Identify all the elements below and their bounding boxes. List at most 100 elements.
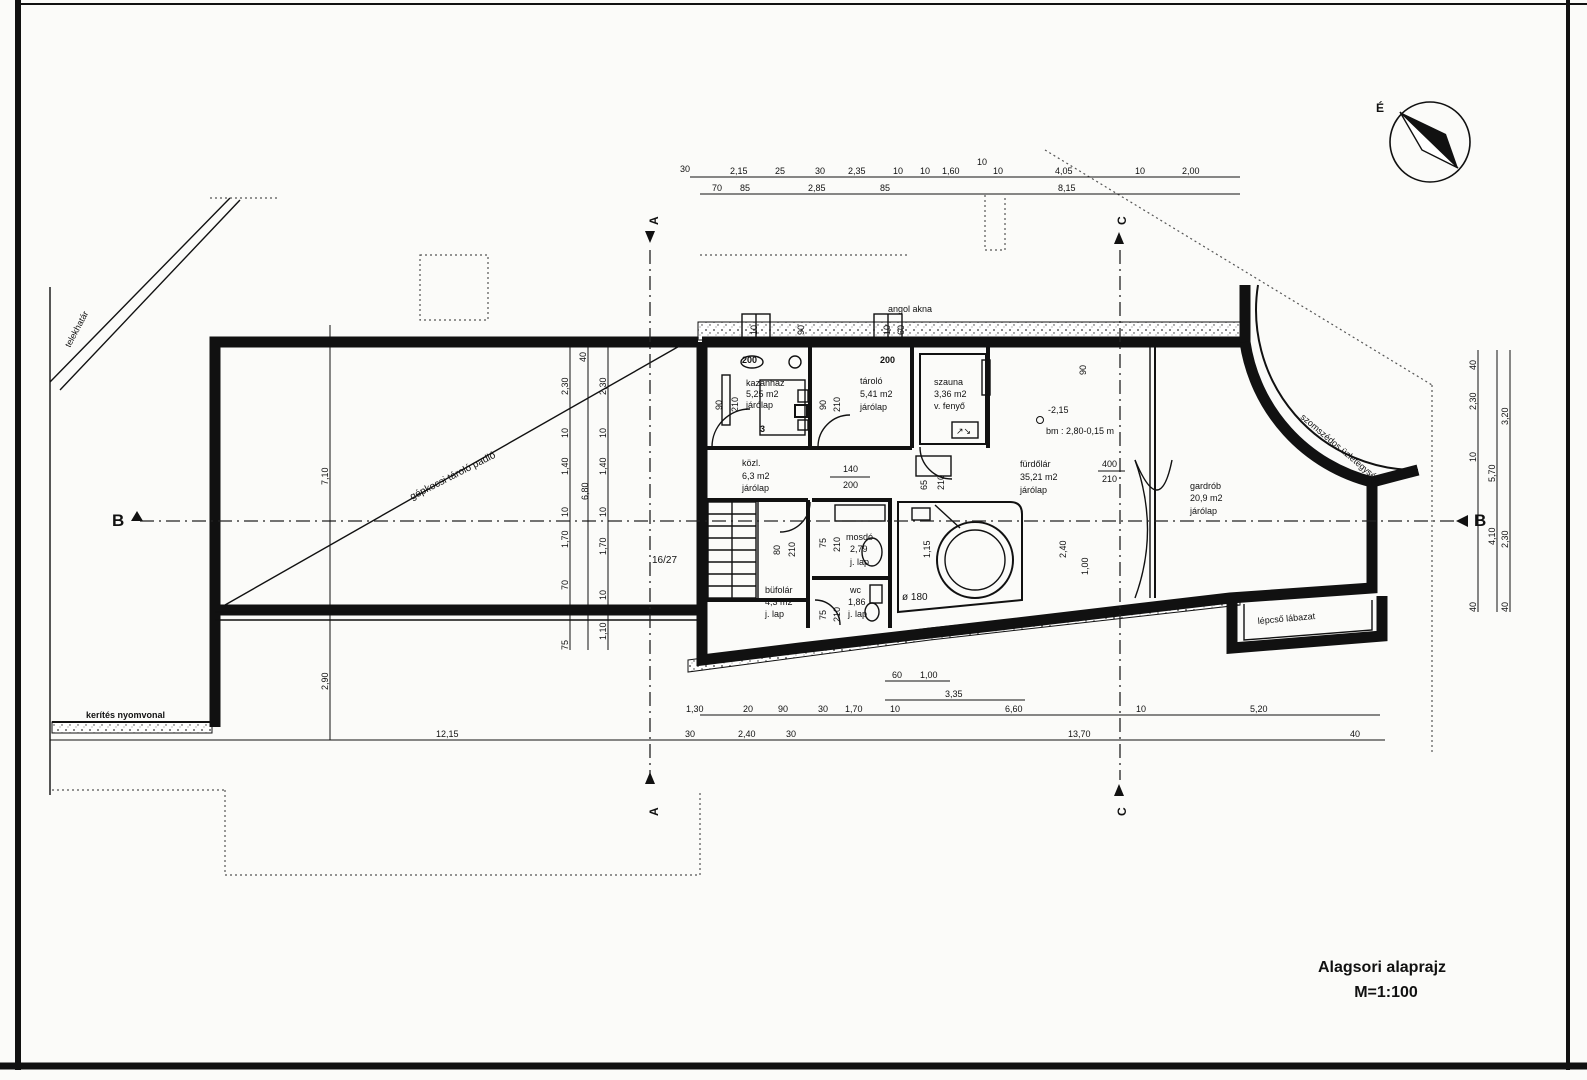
svg-text:2,30: 2,30 xyxy=(1468,392,1478,410)
svg-text:tároló: tároló xyxy=(860,376,883,386)
svg-text:10: 10 xyxy=(1136,704,1146,714)
svg-text:4,10: 4,10 xyxy=(1487,527,1497,545)
svg-text:210: 210 xyxy=(787,542,797,557)
pool-area: ø 180 xyxy=(834,455,1023,614)
svg-text:30: 30 xyxy=(818,704,828,714)
svg-text:85: 85 xyxy=(880,183,890,193)
svg-text:1,15: 1,15 xyxy=(922,540,932,558)
svg-text:210: 210 xyxy=(936,475,946,490)
svg-text:mosdó: mosdó xyxy=(846,532,873,542)
svg-text:1,00: 1,00 xyxy=(920,670,938,680)
sauna-fixtures: ↗↘ xyxy=(919,353,991,445)
svg-text:80: 80 xyxy=(772,545,782,555)
svg-text:60: 60 xyxy=(892,670,902,680)
svg-text:10: 10 xyxy=(882,325,892,335)
svg-text:210: 210 xyxy=(832,397,842,412)
dimension-chain-left: 40 2,30 10 1,40 10 1,70 70 10 75 2,30 10… xyxy=(320,325,609,740)
svg-text:85: 85 xyxy=(740,183,750,193)
svg-text:2,90: 2,90 xyxy=(320,672,330,690)
svg-text:30: 30 xyxy=(815,166,825,176)
svg-text:10: 10 xyxy=(560,605,570,615)
svg-text:3: 3 xyxy=(760,424,765,434)
bathroom-fixtures xyxy=(861,537,883,622)
svg-text:35,21 m2: 35,21 m2 xyxy=(1020,472,1058,482)
room-washroom: mosdó 2,79 j. lap xyxy=(846,532,873,567)
svg-text:10: 10 xyxy=(1135,166,1145,176)
svg-text:kazánház: kazánház xyxy=(746,378,785,388)
svg-text:fürdőlár: fürdőlár xyxy=(1020,459,1051,469)
svg-text:j. lap: j. lap xyxy=(849,557,869,567)
svg-text:6,80: 6,80 xyxy=(580,482,590,500)
svg-text:90: 90 xyxy=(714,400,724,410)
outer-stair-base: lépcső lábazat xyxy=(1226,596,1388,654)
svg-text:8,15: 8,15 xyxy=(1058,183,1076,193)
room-wc: wc 1,86 j. lap xyxy=(847,585,867,619)
svg-text:70: 70 xyxy=(712,183,722,193)
svg-text:40: 40 xyxy=(1500,602,1510,612)
svg-text:j. lap: j. lap xyxy=(764,609,784,619)
svg-text:gardrób: gardrób xyxy=(1190,481,1221,491)
room-bathing: fürdőlár 35,21 m2 járólap xyxy=(1019,459,1058,495)
svg-text:65: 65 xyxy=(919,480,929,490)
room-wardrobe: gardrób 20,9 m2 járólap xyxy=(1189,481,1223,516)
svg-text:40: 40 xyxy=(1350,729,1360,739)
svg-text:járólap: járólap xyxy=(745,400,773,410)
svg-text:30: 30 xyxy=(786,729,796,739)
door-swings xyxy=(711,408,1173,626)
svg-text:járólap: járólap xyxy=(1189,506,1217,516)
svg-text:10: 10 xyxy=(1468,452,1478,462)
svg-text:5,20: 5,20 xyxy=(1250,704,1268,714)
svg-text:közl.: közl. xyxy=(742,458,761,468)
svg-text:40: 40 xyxy=(1468,360,1478,370)
svg-text:10: 10 xyxy=(920,166,930,176)
svg-text:10: 10 xyxy=(560,428,570,438)
staircase: 16/27 xyxy=(652,501,759,599)
svg-text:2,40: 2,40 xyxy=(738,729,756,739)
pool-diameter: ø 180 xyxy=(902,592,928,603)
svg-text:1,00: 1,00 xyxy=(1080,557,1090,575)
svg-text:7,10: 7,10 xyxy=(320,467,330,485)
section-c-top: C xyxy=(1115,216,1129,225)
stair-ratio: 16/27 xyxy=(652,555,677,566)
svg-text:25: 25 xyxy=(775,166,785,176)
svg-text:3,20: 3,20 xyxy=(1500,407,1510,425)
svg-text:j. lap: j. lap xyxy=(847,609,867,619)
english-shaft-label: angol akna xyxy=(888,304,932,314)
svg-text:210: 210 xyxy=(832,607,842,622)
svg-text:70: 70 xyxy=(560,580,570,590)
svg-text:5,41 m2: 5,41 m2 xyxy=(860,389,893,399)
svg-text:75: 75 xyxy=(560,640,570,650)
north-label: É xyxy=(1376,100,1384,115)
svg-text:5,25 m2: 5,25 m2 xyxy=(746,389,779,399)
svg-text:140: 140 xyxy=(843,464,858,474)
svg-text:1,60: 1,60 xyxy=(942,166,960,176)
svg-text:4,05: 4,05 xyxy=(1055,166,1073,176)
svg-text:1,40: 1,40 xyxy=(598,457,608,475)
svg-text:2,00: 2,00 xyxy=(1182,166,1200,176)
svg-text:200: 200 xyxy=(742,355,757,365)
svg-text:2,30: 2,30 xyxy=(1500,530,1510,548)
svg-text:1,10: 1,10 xyxy=(598,622,608,640)
svg-text:v. fenyő: v. fenyő xyxy=(934,401,965,411)
svg-text:járólap: járólap xyxy=(1019,485,1047,495)
svg-text:1,40: 1,40 xyxy=(560,457,570,475)
section-a-top: A xyxy=(647,216,661,225)
svg-text:3,36 m2: 3,36 m2 xyxy=(934,389,967,399)
fence-label: kerítés nyomvonal xyxy=(86,710,165,720)
svg-text:10: 10 xyxy=(977,157,987,167)
svg-text:6,3 m2: 6,3 m2 xyxy=(742,471,770,481)
room-sauna: szauna 3,36 m2 v. fenyő xyxy=(934,377,967,411)
svg-text:10: 10 xyxy=(598,507,608,517)
svg-text:75: 75 xyxy=(818,610,828,620)
svg-text:2,30: 2,30 xyxy=(598,377,608,395)
svg-text:210: 210 xyxy=(1102,474,1117,484)
svg-text:10: 10 xyxy=(598,428,608,438)
svg-text:szauna: szauna xyxy=(934,377,963,387)
svg-text:2,15: 2,15 xyxy=(730,166,748,176)
svg-text:↗↘: ↗↘ xyxy=(956,426,971,436)
section-b-right: B xyxy=(1474,511,1486,530)
svg-text:10: 10 xyxy=(560,507,570,517)
svg-text:90: 90 xyxy=(778,704,788,714)
room-pantry: büfolár 4,3 m2 j. lap xyxy=(764,585,793,619)
